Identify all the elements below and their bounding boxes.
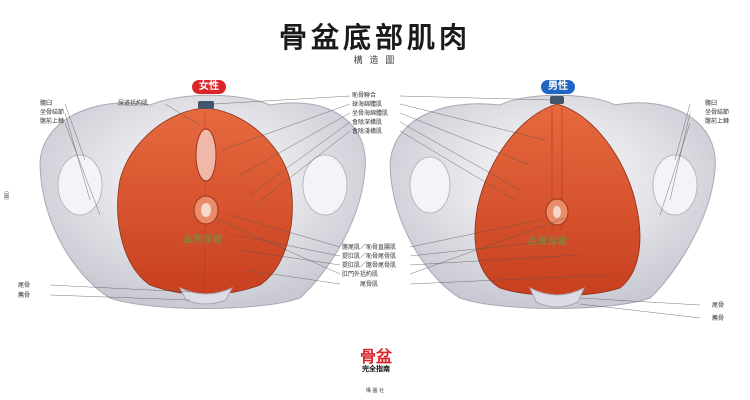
logo-main-text: 骨盆	[359, 347, 392, 366]
female-coccyx	[178, 286, 234, 305]
edge-mark: 〔圖〕	[3, 188, 9, 203]
label-deep-transverse-perineal: 會陰深橫肌	[352, 119, 383, 126]
female-acetabulum-right	[302, 154, 348, 216]
book-logo: 骨盆 完全指南	[356, 349, 396, 374]
label-pubic-symphysis: 恥骨聯合	[352, 92, 377, 99]
male-pubic-symphysis	[550, 96, 564, 104]
female-acetabulum-left	[57, 154, 103, 216]
label-superficial-transverse-perineal: 會陰淺橫肌	[352, 128, 383, 135]
female-label-urethral-sphincter: 尿道括約肌	[118, 100, 149, 107]
male-label-acetabulum: 髖臼	[705, 100, 718, 107]
label-external-anal-sphincter: 肛門外括約肌	[342, 271, 379, 278]
male-acetabulum-right	[652, 154, 698, 216]
leader-lines	[49, 95, 701, 319]
female-pelvis	[39, 94, 366, 309]
male-acetabulum-left	[409, 156, 451, 214]
female-vaginal-opening	[195, 128, 217, 182]
male-badge: 男性	[541, 80, 575, 94]
page-subtitle: 構 造 圖	[353, 56, 397, 66]
footer-text: 構 圖 社	[365, 388, 385, 394]
label-iliococcygeus-puborectalis: 髂尾肌／恥骨直腸肌	[342, 244, 397, 251]
male-label-coccyx: 尾骨	[712, 302, 725, 309]
male-pelvis	[389, 94, 716, 309]
female-badge: 女性	[192, 80, 226, 94]
page-title: 骨盆底部肌肉	[278, 21, 471, 54]
female-label-sacrum: 薦骨	[18, 292, 31, 299]
label-ischiocavernosus: 坐骨海綿體肌	[352, 110, 389, 117]
female-label-acetabulum: 髖臼	[40, 100, 53, 107]
female-label-asis: 髂前上棘	[40, 118, 65, 125]
label-bulbospongiosus: 球海綿體肌	[352, 101, 383, 108]
female-label-ischial-tuberosity: 坐骨結節	[40, 109, 65, 116]
male-label-ischial-tuberosity: 坐骨結節	[705, 109, 730, 116]
watermark-male: 品質保證	[528, 237, 569, 247]
label-levator-pubococcygeus: 提肛肌／恥骨尾骨肌	[342, 253, 397, 260]
female-pubic-symphysis	[198, 101, 214, 109]
male-label-asis: 髂前上棘	[705, 118, 730, 125]
female-label-coccyx: 尾骨	[18, 282, 31, 289]
male-coccyx	[528, 286, 586, 308]
logo-sub-text: 完全指南	[362, 365, 390, 373]
label-levator-iliococcygeus: 提肛肌／髂骨尾骨肌	[342, 262, 397, 269]
watermark-female: 品質保證	[183, 235, 224, 245]
label-coccygeus: 尾骨肌	[360, 281, 379, 288]
male-label-sacrum: 薦骨	[712, 315, 725, 322]
